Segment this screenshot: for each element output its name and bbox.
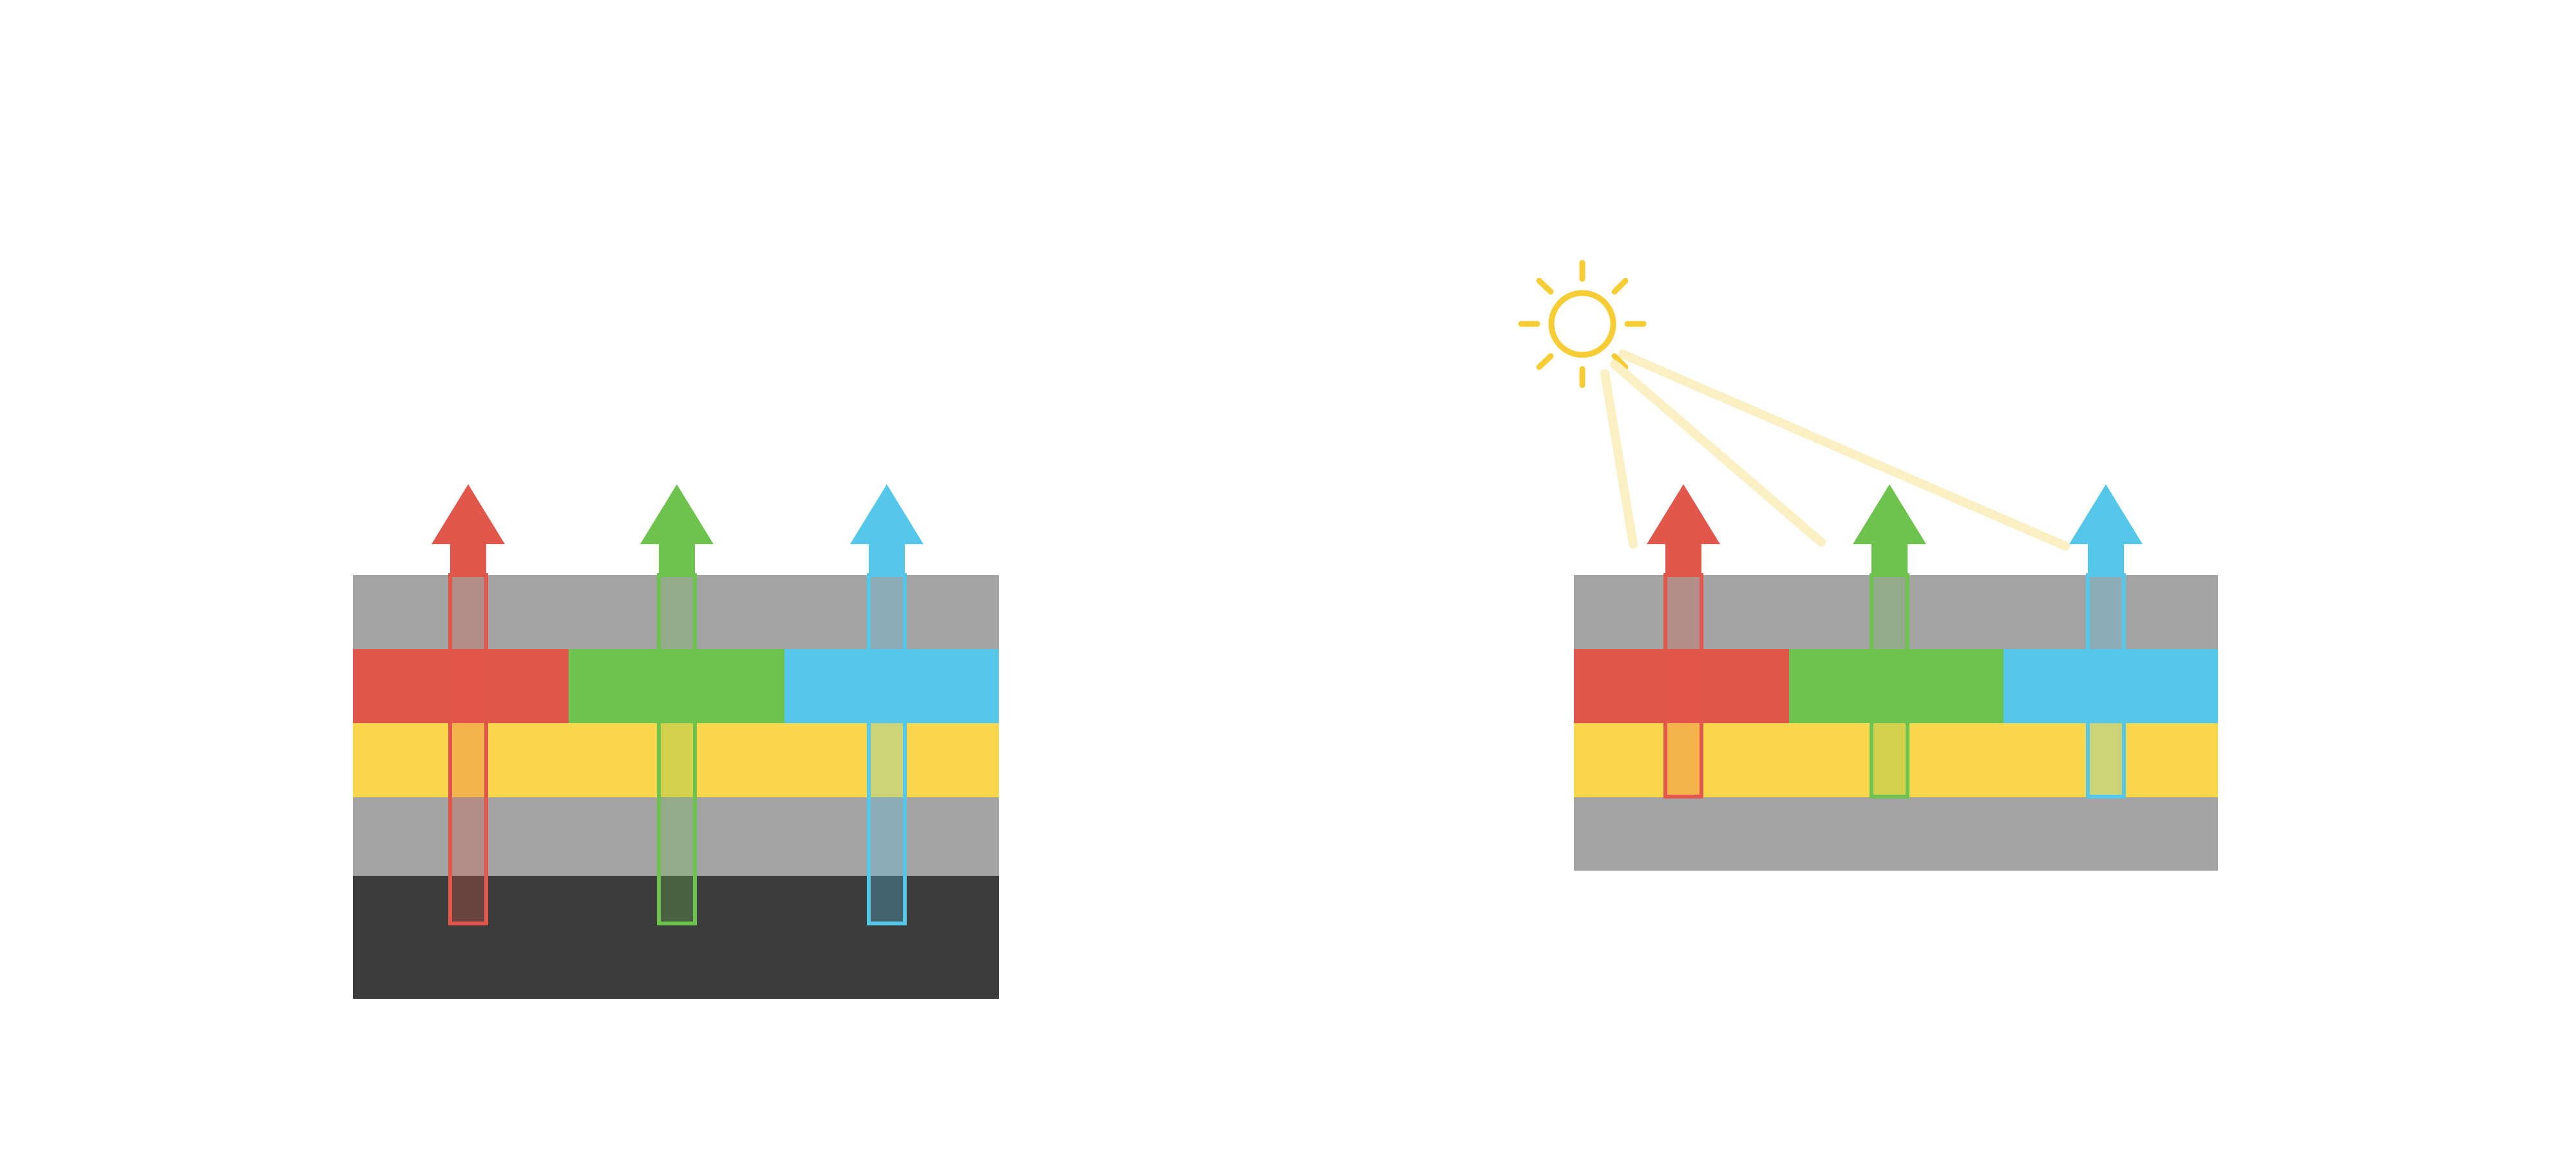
right-cyan-arrow-shaft	[2086, 573, 2126, 799]
sun-ray	[1611, 353, 1629, 370]
right-cyan-arrow-head	[2069, 484, 2143, 576]
left-subpixel-red	[353, 649, 569, 723]
left-cyan-arrow-head	[850, 484, 923, 576]
left-layer-yellow	[353, 723, 999, 797]
right-red-arrow-shaft	[1663, 573, 1703, 799]
light-beams	[1600, 350, 2070, 551]
light-beam	[1610, 360, 1826, 547]
right-red-arrow-head	[1647, 484, 1720, 576]
left-layer-dark-substrate	[353, 876, 999, 999]
right-layer-bottom-gray	[1574, 797, 2218, 871]
left-red-arrow-shaft	[448, 573, 488, 925]
left-subpixel-cyan	[784, 649, 999, 723]
right-layer-top-gray	[1574, 575, 2218, 649]
light-beam	[1618, 350, 2070, 551]
left-green-arrow-head	[640, 484, 714, 576]
sun-ray	[1611, 278, 1629, 295]
left-layer-top-gray	[353, 575, 999, 649]
right-green-arrow-head	[1853, 484, 1926, 576]
right-stack-diagram	[1518, 260, 2218, 871]
sun-icon	[1518, 260, 1647, 388]
light-beam	[1600, 369, 1638, 549]
sun-ray	[1536, 278, 1554, 295]
right-green-arrow-shaft	[1870, 573, 1909, 799]
right-subpixel-cyan	[2003, 649, 2218, 723]
right-subpixel-green	[1789, 649, 2003, 723]
sun-disc	[1548, 290, 1616, 358]
left-cyan-arrow-shaft	[867, 573, 907, 925]
right-subpixel-red	[1574, 649, 1789, 723]
left-red-arrow-head	[431, 484, 505, 576]
sun-ray	[1536, 353, 1554, 370]
left-layer-bottom-gray	[353, 797, 999, 876]
left-green-arrow-shaft	[657, 573, 697, 925]
left-subpixel-green	[569, 649, 784, 723]
left-stack-diagram	[353, 484, 999, 999]
right-layer-yellow	[1574, 723, 2218, 797]
